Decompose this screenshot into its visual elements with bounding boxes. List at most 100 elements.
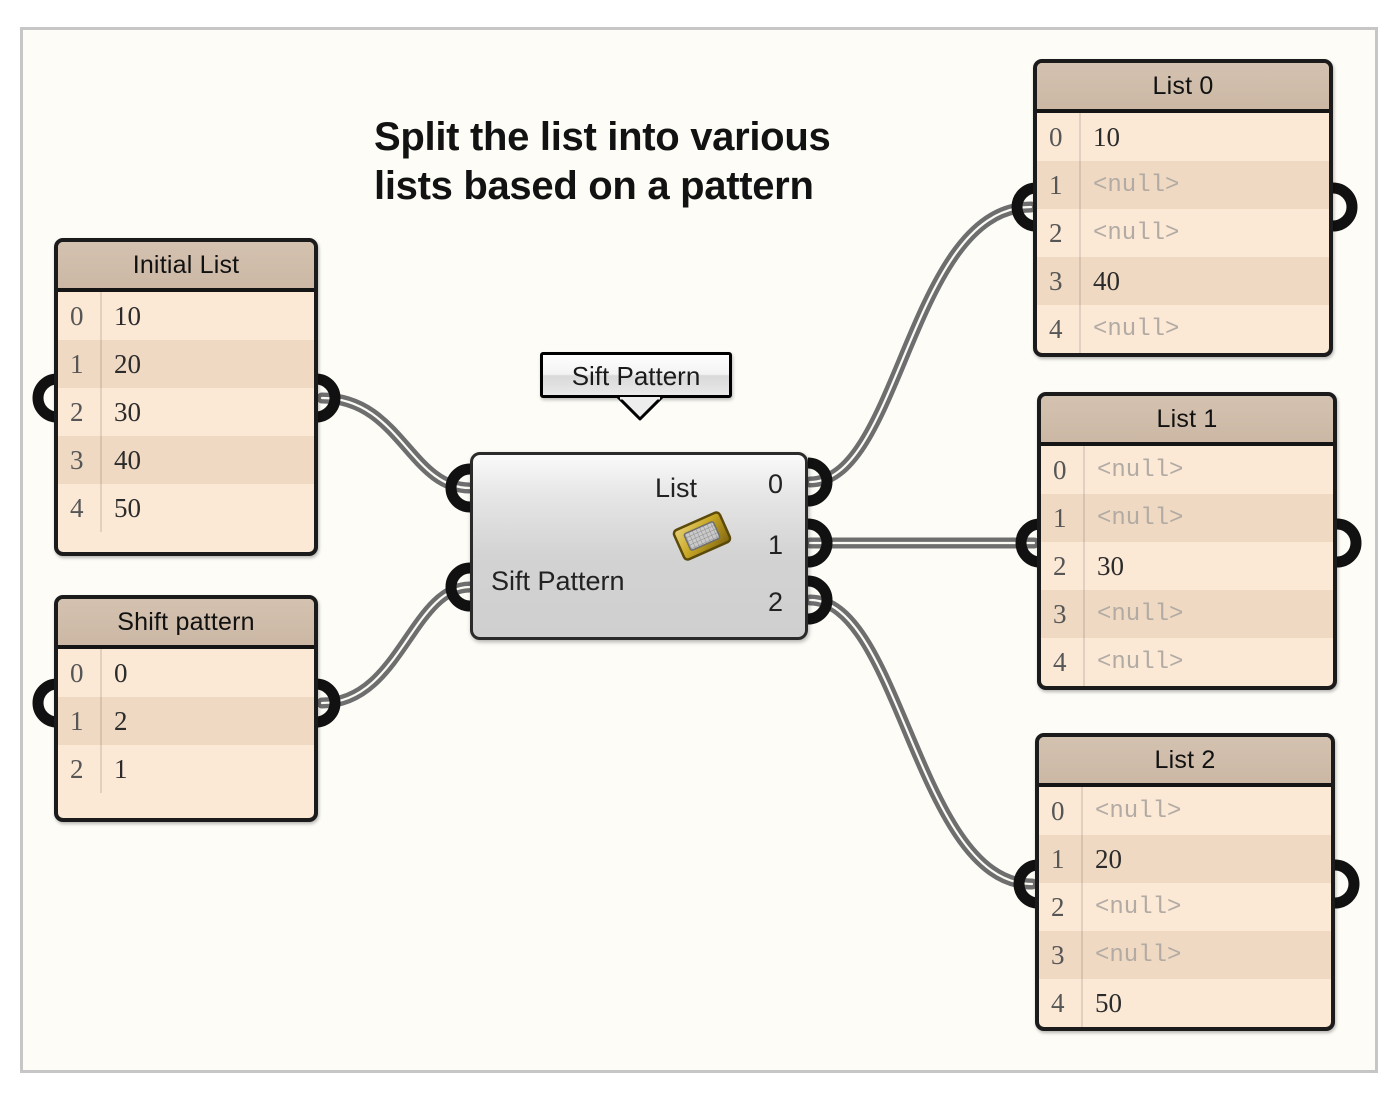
node-title: List 0 [1037,63,1329,113]
row-index: 3 [1053,598,1067,629]
sieve-icon [672,511,732,561]
row-value: 2 [114,705,128,736]
node-list-1[interactable]: List 1 0 <null> 1 <null> 2 30 3 <null> 4… [1037,392,1337,690]
table-row: 1 20 [58,340,314,388]
row-index: 4 [1049,313,1063,344]
row-index: 1 [1049,169,1063,200]
title-line-1: Split the list into various [374,115,831,159]
row-value: <null> [1095,893,1182,921]
row-index: 1 [70,705,84,736]
column-divider [100,292,102,532]
row-value: 10 [114,300,141,331]
input-label-sift-pattern: Sift Pattern [491,566,625,596]
node-list-0[interactable]: List 0 0 10 1 <null> 2 <null> 3 40 4 <nu… [1033,59,1333,357]
row-index: 1 [1051,843,1065,874]
row-value: 20 [1095,843,1122,874]
row-index: 0 [1051,795,1065,826]
output-label-2: 2 [767,587,783,617]
row-value: 40 [114,444,141,475]
row-value: 50 [114,492,141,523]
row-index: 0 [1049,121,1063,152]
table-row: 0 10 [58,292,314,340]
column-divider [100,649,102,793]
node-body: 0 10 1 <null> 2 <null> 3 40 4 <null> [1037,113,1329,353]
row-value: <null> [1093,315,1180,343]
row-index: 0 [1053,454,1067,485]
node-shift-pattern[interactable]: Shift pattern 0 0 1 2 2 1 [54,595,318,822]
row-value: <null> [1093,171,1180,199]
row-value: 30 [114,396,141,427]
table-row: 4 <null> [1037,305,1329,353]
page-title: Split the list into various lists based … [374,113,894,211]
tooltip-label: Sift Pattern [571,361,701,391]
table-row: 1 <null> [1041,494,1333,542]
table-row: 4 50 [58,484,314,532]
row-value: <null> [1097,600,1184,628]
row-value: <null> [1097,504,1184,532]
node-body: 0 10 1 20 2 30 3 40 4 50 [58,292,314,532]
row-value: 50 [1095,987,1122,1018]
table-row: 0 <null> [1041,446,1333,494]
node-sift-pattern[interactable]: List Sift Pattern 0 1 2 [470,452,808,640]
row-value: <null> [1097,456,1184,484]
row-index: 1 [1053,502,1067,533]
node-title: List 2 [1039,737,1331,787]
table-row: 0 10 [1037,113,1329,161]
table-row: 2 <null> [1037,209,1329,257]
tooltip-pointer [617,397,663,421]
table-row: 4 50 [1039,979,1331,1027]
node-body: 0 0 1 2 2 1 [58,649,314,793]
row-index: 4 [1053,646,1067,677]
row-index: 3 [1051,939,1065,970]
node-body: 0 <null> 1 <null> 2 30 3 <null> 4 <null> [1041,446,1333,686]
row-value: 40 [1093,265,1120,296]
row-value: <null> [1097,648,1184,676]
table-row: 2 30 [1041,542,1333,590]
node-list-2[interactable]: List 2 0 <null> 1 20 2 <null> 3 <null> 4… [1035,733,1335,1031]
node-body: 0 <null> 1 20 2 <null> 3 <null> 4 50 [1039,787,1331,1027]
output-label-1: 1 [767,530,783,560]
table-row: 0 <null> [1039,787,1331,835]
row-index: 2 [1051,891,1065,922]
row-index: 2 [1049,217,1063,248]
row-index: 0 [70,300,84,331]
row-value: <null> [1095,941,1182,969]
table-row: 2 <null> [1039,883,1331,931]
output-label-0: 0 [767,469,783,499]
node-initial-list[interactable]: Initial List 0 10 1 20 2 30 3 40 4 50 [54,238,318,556]
table-row: 3 40 [1037,257,1329,305]
row-value: 1 [114,753,128,784]
column-divider [1083,446,1085,686]
column-divider [1081,787,1083,1027]
row-index: 2 [1053,550,1067,581]
row-value: 10 [1093,121,1120,152]
table-row: 1 20 [1039,835,1331,883]
table-row: 1 <null> [1037,161,1329,209]
node-title: Shift pattern [58,599,314,649]
node-title: Initial List [58,242,314,292]
row-index: 0 [70,657,84,688]
table-row: 3 <null> [1039,931,1331,979]
table-row: 1 2 [58,697,314,745]
row-value: 30 [1097,550,1124,581]
row-index: 3 [1049,265,1063,296]
table-row: 3 <null> [1041,590,1333,638]
row-index: 1 [70,348,84,379]
table-row: 2 1 [58,745,314,793]
row-index: 4 [70,492,84,523]
row-value: <null> [1095,797,1182,825]
title-line-2: lists based on a pattern [374,164,814,208]
table-row: 4 <null> [1041,638,1333,686]
table-row: 2 30 [58,388,314,436]
column-divider [1079,113,1081,353]
row-value: 20 [114,348,141,379]
row-index: 2 [70,753,84,784]
row-value: <null> [1093,219,1180,247]
row-index: 2 [70,396,84,427]
row-value: 0 [114,657,128,688]
input-label-list: List [654,473,697,503]
table-row: 3 40 [58,436,314,484]
row-index: 4 [1051,987,1065,1018]
tooltip-sift-pattern: Sift Pattern [540,352,732,421]
row-index: 3 [70,444,84,475]
